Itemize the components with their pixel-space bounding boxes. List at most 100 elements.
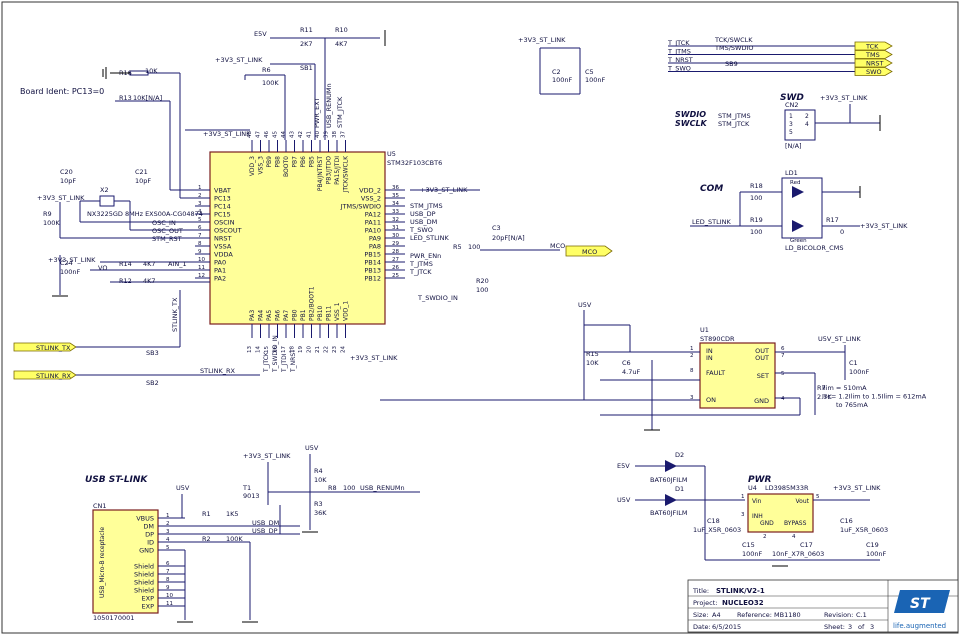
- u1-pin-num: 6: [781, 346, 785, 352]
- led-stlink-net-2: LED_STLINK: [692, 218, 731, 226]
- u4-pin-num: 1: [741, 494, 745, 500]
- r5-value: 100: [468, 243, 480, 251]
- mcu-pin-name: PC15: [214, 211, 231, 219]
- r15-label: R15: [586, 350, 599, 358]
- st-logo-text: ST: [910, 596, 931, 612]
- stlink-rx-net: STLINK_RX: [200, 367, 236, 375]
- sb9-label: SB9: [725, 60, 738, 68]
- mcu-pin-name: PA3: [249, 310, 256, 321]
- cn1-pin-name: Shield: [134, 563, 154, 571]
- mcu-pin-name: PB11: [326, 305, 333, 321]
- usb-dp-net-2: USB_DP: [252, 527, 278, 535]
- c2-label: C2: [552, 68, 561, 76]
- mcu-pin-name: PA1: [214, 267, 226, 275]
- st-logo: ST: [894, 590, 950, 613]
- u4-value: LD3985M33R: [765, 484, 809, 492]
- mcu-pin-name: PA9: [369, 235, 381, 243]
- mcu-pin-name: VDDA: [214, 251, 233, 259]
- mcu-pin-num: 23: [332, 346, 338, 353]
- swd-port[interactable]: [854, 67, 893, 76]
- c3-value: 20pF[N/A]: [492, 234, 525, 242]
- d2-label: D2: [675, 451, 684, 459]
- com-title: COM: [700, 184, 723, 194]
- v3st-net-10: +3V3_ST_LINK: [243, 452, 291, 460]
- mco-port[interactable]: [565, 245, 613, 257]
- stlink-rx-text: STLINK_RX: [36, 372, 72, 380]
- t-jtms-net: T_JTMS: [409, 260, 433, 268]
- mcu-pin-num: 31: [392, 225, 399, 231]
- mcu-pin-num: 36: [392, 185, 399, 191]
- r7-label: R7: [817, 384, 826, 392]
- tb-ref-label: Reference:: [737, 611, 772, 619]
- cn2-label: CN2: [785, 101, 799, 109]
- u1-pin-num: 2: [690, 353, 694, 359]
- mco-port-text: MCO: [582, 248, 597, 256]
- usb-renumn-net: USB_RENUMn: [325, 83, 333, 128]
- c6-label: C6: [622, 359, 631, 367]
- c3-label: C3: [492, 224, 501, 232]
- r20-label: R20: [476, 277, 489, 285]
- c18-label: C18: [707, 517, 720, 525]
- cn1-value: USB_Micro-B receptacle: [99, 527, 106, 598]
- mcu-pin-name: VDD_3: [249, 156, 256, 176]
- r11-value: 2K7: [300, 40, 313, 48]
- r9-label: R9: [43, 210, 52, 218]
- mcu-pin-num: 25: [392, 273, 399, 279]
- cn1-pin-name: Shield: [134, 587, 154, 595]
- mcu-pin-name: PB4/JNTRST: [317, 156, 324, 191]
- u4-pin-num: 4: [792, 534, 796, 540]
- mcu-pin-num: 32: [392, 217, 399, 223]
- mcu-pin-num: 9: [198, 249, 202, 255]
- v3st-net-8: +3V3_ST_LINK: [820, 94, 868, 102]
- tb-date-label: Date:: [693, 623, 711, 631]
- t-jtck-net: T_JTCK: [409, 268, 432, 276]
- swclk-title: SWCLK: [675, 119, 708, 128]
- swd-port-text: TMS: [865, 51, 880, 59]
- mcu-pin-name: PB13: [364, 267, 381, 275]
- cn2-pin-num: 3: [789, 121, 793, 128]
- r12-value: 4K7: [143, 277, 156, 285]
- led-red-label: Red: [790, 180, 800, 186]
- u4-pin-num: 3: [741, 512, 745, 518]
- r6-label: R6: [262, 66, 271, 74]
- swd-port[interactable]: [854, 50, 893, 59]
- mcu-pin-name: PC14: [214, 203, 231, 211]
- mcu-pin-name: VSSA: [214, 243, 232, 251]
- v3st-net-11: +3V3_ST_LINK: [833, 484, 881, 492]
- mcu-pin-name: VDD_1: [343, 301, 350, 321]
- d1-label: D1: [675, 485, 684, 493]
- sb3-label: SB3: [146, 349, 159, 357]
- mcu-pin-num: 48: [247, 131, 253, 138]
- r18-value: 100: [750, 194, 762, 202]
- mcu-pin-name: PB3/JTDO: [326, 156, 333, 185]
- swd-port[interactable]: [854, 58, 893, 68]
- ilim-note-line: Isc= 1.2Ilim to 1.5Ilim = 612mA: [822, 393, 927, 401]
- stlink-rx-port[interactable]: [13, 370, 77, 380]
- d1-value: BAT60JFILM: [650, 509, 687, 517]
- u1-pin-num: 5: [781, 371, 785, 377]
- c16-value: 1uF_X5R_0603: [840, 526, 888, 534]
- mcu-pin-name: PA12: [365, 211, 381, 219]
- stm-jtms-net: STM_JTMS: [410, 202, 443, 210]
- swd-port-text: TCK: [865, 43, 879, 51]
- t-swdio-in-net: T_SWDIO_IN: [417, 294, 458, 302]
- stlink-tx-port[interactable]: [13, 342, 77, 352]
- r19-label: R19: [750, 216, 763, 224]
- usb-renumn-net-2: USB_RENUMn: [360, 484, 405, 492]
- tb-of: of: [858, 623, 865, 631]
- cn1-pin-name: ID: [147, 539, 154, 547]
- mcu-pin-num: 1: [198, 185, 202, 191]
- r2-value: 100K: [226, 535, 243, 543]
- swd-port[interactable]: [854, 41, 893, 51]
- u5v-net-3: U5V: [305, 444, 319, 452]
- mcu-pin-num: 14: [256, 346, 262, 353]
- bottom-net-label: T_NRST: [290, 349, 297, 373]
- v3st-net-9: +3V3_ST_LINK: [860, 222, 908, 230]
- r5-label: R5: [453, 243, 462, 251]
